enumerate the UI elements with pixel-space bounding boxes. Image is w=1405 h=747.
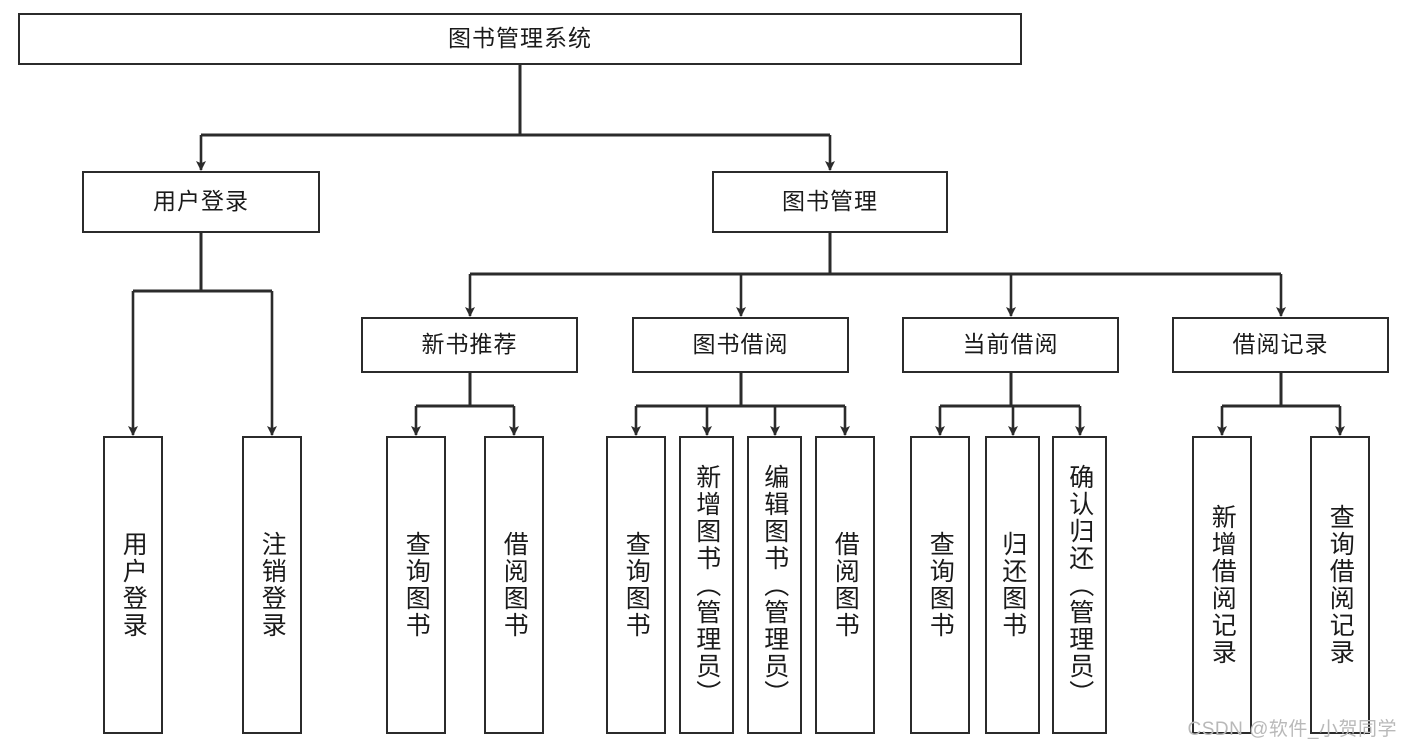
node-label: 图书管理系统 xyxy=(448,25,592,52)
node-label: 借阅图书 xyxy=(831,531,860,639)
node-label: 注销登录 xyxy=(258,531,287,639)
node-leaf-logout[interactable]: 注销登录 xyxy=(242,436,302,734)
node-label: 查询借阅记录 xyxy=(1326,504,1355,666)
node-leaf-edit-book[interactable]: 编辑图书（管理员） xyxy=(747,436,802,734)
node-label: 图书借阅 xyxy=(692,331,789,358)
node-current[interactable]: 当前借阅 xyxy=(902,317,1119,373)
node-newbook[interactable]: 新书推荐 xyxy=(361,317,578,373)
node-leaf-query-book-3[interactable]: 查询图书 xyxy=(910,436,970,734)
node-label: 图书管理 xyxy=(782,188,878,215)
node-leaf-return-book[interactable]: 归还图书 xyxy=(985,436,1040,734)
node-leaf-query-book-1[interactable]: 查询图书 xyxy=(386,436,446,734)
node-leaf-confirm-return[interactable]: 确认归还（管理员） xyxy=(1052,436,1107,734)
node-leaf-borrow-book-1[interactable]: 借阅图书 xyxy=(484,436,544,734)
node-label: 新书推荐 xyxy=(421,331,518,358)
node-label: 归还图书 xyxy=(998,531,1027,639)
node-label: 查询图书 xyxy=(402,531,431,639)
node-records[interactable]: 借阅记录 xyxy=(1172,317,1389,373)
node-label: 查询图书 xyxy=(926,531,955,639)
node-label: 当前借阅 xyxy=(962,331,1059,358)
node-label: 用户登录 xyxy=(119,531,148,639)
node-root[interactable]: 图书管理系统 xyxy=(18,13,1022,65)
node-label: 用户登录 xyxy=(153,188,249,215)
node-leaf-query-record[interactable]: 查询借阅记录 xyxy=(1310,436,1370,734)
node-label: 借阅记录 xyxy=(1232,331,1329,358)
node-label: 借阅图书 xyxy=(500,531,529,639)
node-leaf-query-book-2[interactable]: 查询图书 xyxy=(606,436,666,734)
csdn-watermark: CSDN @软件_小贺同学 xyxy=(1187,719,1397,740)
node-leaf-borrow-book-2[interactable]: 借阅图书 xyxy=(815,436,875,734)
node-label: 新增图书（管理员） xyxy=(692,463,721,707)
node-login[interactable]: 用户登录 xyxy=(82,171,320,233)
node-leaf-user-login[interactable]: 用户登录 xyxy=(103,436,163,734)
node-bookmgmt[interactable]: 图书管理 xyxy=(712,171,948,233)
node-leaf-add-record[interactable]: 新增借阅记录 xyxy=(1192,436,1252,734)
node-label: 编辑图书（管理员） xyxy=(760,463,789,707)
node-borrow[interactable]: 图书借阅 xyxy=(632,317,849,373)
node-label: 新增借阅记录 xyxy=(1208,504,1237,666)
node-label: 确认归还（管理员） xyxy=(1065,463,1094,707)
node-leaf-add-book[interactable]: 新增图书（管理员） xyxy=(679,436,734,734)
node-label: 查询图书 xyxy=(622,531,651,639)
